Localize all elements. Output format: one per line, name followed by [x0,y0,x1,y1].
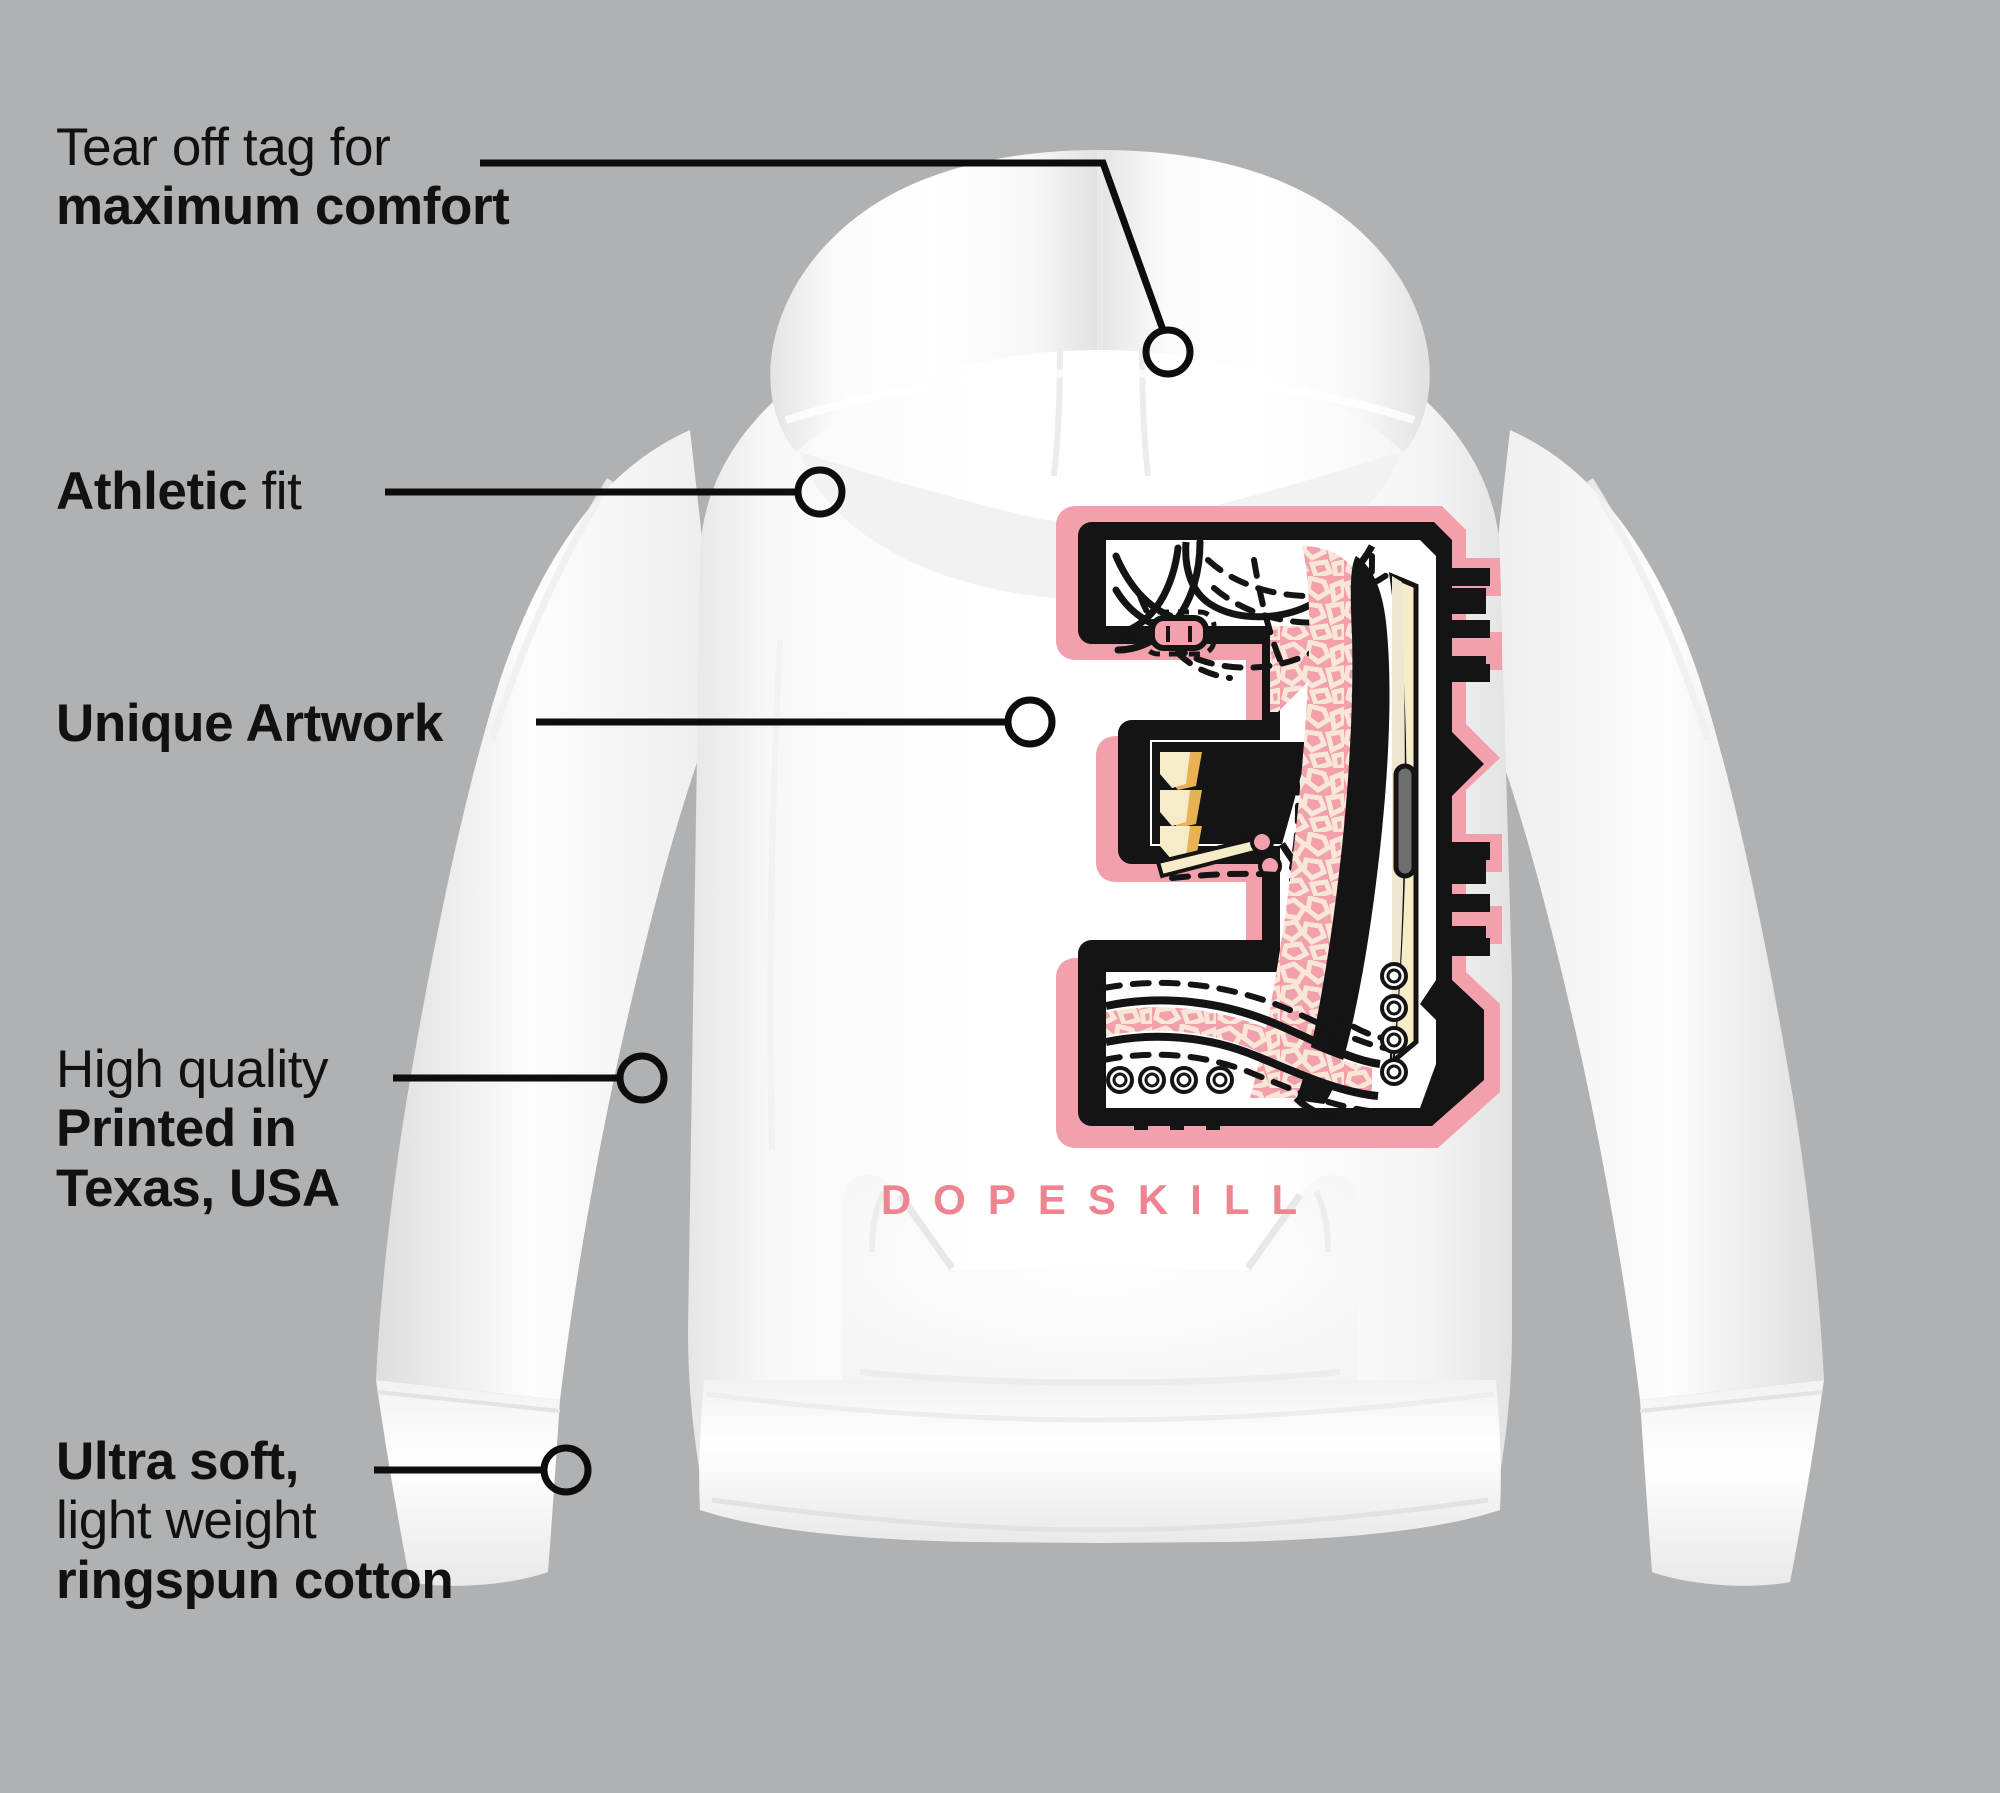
sneaker-outsole-section [1101,962,1408,1130]
pocket-opening-right [1245,1192,1303,1271]
left-sleeve [376,430,720,1586]
callout-dot-unique-artwork [1004,696,1056,748]
right-sleeve [1480,430,1824,1586]
callout-text-bold: Athletic [56,462,248,521]
callout-line: Printed in [56,1099,297,1159]
lace-eyelet [1250,830,1274,854]
callout-line: High quality [56,1040,329,1099]
callout-line: Athletic fit [56,462,302,521]
outsole-eyelet-row [1106,1066,1234,1094]
right-cuff [1640,1380,1824,1586]
callout-line: ringspun cotton [56,1550,454,1610]
callout-line: Texas, USA [56,1158,340,1218]
callout-line: Tear off tag for [56,118,391,177]
numeral-side-notches [1452,568,1490,956]
callout-line: light weight [56,1491,317,1551]
callout-athletic-fit: Athletic fit [56,462,302,521]
waistband [699,1380,1501,1543]
callout-unique-artwork: Unique Artwork [56,694,443,753]
callout-high-quality: High quality Printed in Texas, USA [56,1040,340,1218]
leader-ultra-soft [374,1444,592,1496]
sneaker-heel-section [1250,546,1419,1126]
callout-ultra-soft: Ultra soft, light weight ringspun cotton [56,1432,454,1610]
kangaroo-pocket [842,1174,1358,1386]
tongue-tag [1141,609,1217,657]
callout-line: Ultra soft, [56,1432,299,1491]
callout-dot-ultra-soft [540,1444,592,1496]
callout-tear-off-tag: Tear off tag for maximum comfort [56,118,510,237]
leader-unique-artwork [536,696,1056,748]
brand-wordmark: DOPESKILL [881,1176,1319,1223]
callout-line: Unique Artwork [56,694,444,753]
callout-line: maximum comfort [56,177,510,237]
pocket-opening-left [897,1192,955,1271]
callout-dot-athletic-fit [794,466,846,518]
outsole-notches [1134,1108,1220,1130]
heel-eyelet-column [1380,962,1408,1086]
callout-text-regular: fit [247,462,302,521]
left-cuff [376,1380,560,1586]
leader-tear-off-tag [480,159,1194,378]
graphic-print-numeral-3: DOPESKILL [881,506,1502,1223]
callout-dot-tear-off-tag [1142,326,1194,378]
callout-dot-high-quality [616,1052,668,1104]
air-unit-window [1393,763,1417,879]
leader-athletic-fit [385,466,846,518]
leader-high-quality [393,1052,668,1104]
